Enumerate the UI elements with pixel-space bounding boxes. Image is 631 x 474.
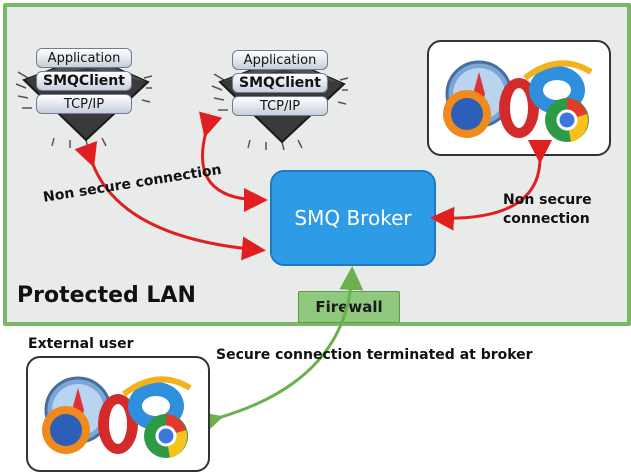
stack-layer-tcpip: TCP/IP <box>36 94 132 114</box>
browser-logos-icon <box>42 376 192 458</box>
protected-lan-label: Protected LAN <box>17 283 196 308</box>
external-browser-card <box>26 356 210 472</box>
smq-broker-label: SMQ Broker <box>294 206 412 230</box>
stack-layer-application: Application <box>36 48 132 68</box>
device-2: Application SMQClient TCP/IP <box>210 40 350 150</box>
stack-layer-application: Application <box>232 50 328 70</box>
arrow-device1-broker <box>74 140 266 261</box>
arrow-browser-broker <box>430 139 553 231</box>
lan-browser-card <box>427 40 611 156</box>
arrow-external-broker <box>197 266 364 435</box>
secure-connection-label: Secure connection terminated at broker <box>216 347 533 363</box>
device-1: Application SMQClient TCP/IP <box>14 38 154 148</box>
smq-broker-node: SMQ Broker <box>270 170 436 266</box>
stack-layer-smqclient: SMQClient <box>232 73 328 93</box>
stack-layer-tcpip: TCP/IP <box>232 96 328 116</box>
arrow-device2-broker <box>198 111 268 212</box>
stack-layer-smqclient: SMQClient <box>36 71 132 91</box>
right-connection-label-line2: connection <box>503 211 590 227</box>
external-user-label: External user <box>28 336 134 352</box>
right-connection-label-line1: Non secure <box>503 192 592 208</box>
browser-logos-icon <box>443 60 593 142</box>
